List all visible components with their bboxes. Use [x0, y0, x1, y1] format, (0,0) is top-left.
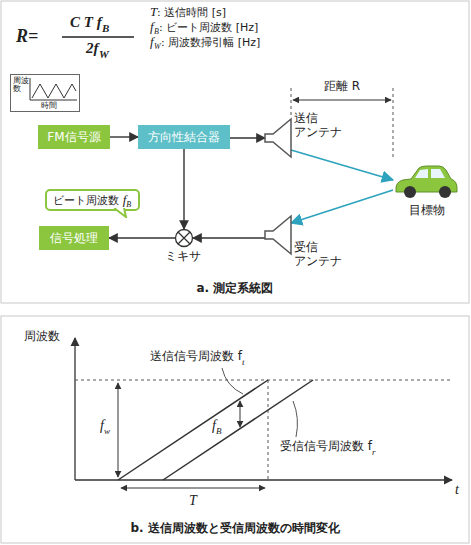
- line-label: 受信信号周波数 f: [280, 440, 372, 454]
- processing-box: 信号処理: [39, 226, 109, 250]
- line-label: 送信信号周波数 f: [150, 350, 242, 364]
- symbol-name: f: [150, 35, 154, 50]
- beat-label: f: [212, 418, 216, 434]
- node-text: 時間: [41, 102, 57, 110]
- car-symbol: [393, 160, 459, 200]
- leader-line: [293, 401, 297, 437]
- transmit-antenna: 送信 アンテナ: [265, 118, 291, 158]
- axis-label: t: [455, 482, 459, 498]
- axis-label: 周波数: [24, 330, 60, 344]
- mixer-symbol: ミキサ: [175, 229, 193, 247]
- time-label: T: [189, 493, 197, 509]
- connector: [110, 136, 138, 137]
- subscript: B: [216, 426, 222, 436]
- coupler-box: 方向性結合器: [138, 125, 230, 149]
- figure-caption: a. 測定系統図: [197, 282, 274, 296]
- mixer-symbol: [175, 229, 193, 247]
- time-arrow: [121, 488, 265, 489]
- subscript: B: [154, 27, 159, 36]
- node-text: 周波数: [13, 77, 29, 93]
- leader-line: [222, 368, 243, 394]
- sweep-end-line: [268, 380, 269, 480]
- horn-symbol: [265, 215, 291, 255]
- sweep-top-line: [75, 380, 450, 381]
- sweep-width-label: f: [100, 418, 104, 434]
- formula-term: C T f: [70, 14, 102, 31]
- node-text: 目標物: [409, 204, 445, 218]
- node-text: 方向性結合器: [148, 129, 220, 146]
- formula-term: 2f: [86, 40, 99, 57]
- symbol-name: f: [150, 20, 154, 35]
- panel-frame: [1, 1, 469, 303]
- transmit-line: [118, 380, 268, 480]
- distance-arrow: [293, 100, 391, 101]
- node-text: 受信 アンテナ: [294, 241, 354, 269]
- node-text: 送信 アンテナ: [294, 112, 354, 140]
- node-text: f: [123, 192, 127, 208]
- node-text: B: [126, 200, 131, 209]
- receive-antenna: 受信 アンテナ: [265, 215, 291, 255]
- subscript: w: [104, 426, 110, 436]
- subscript: r: [372, 447, 376, 457]
- beat-arrow: [240, 401, 241, 427]
- symbol-note: : 送信時間 [s]: [157, 7, 226, 20]
- subscript: B: [102, 22, 109, 35]
- beat-callout: ビート周波数 fB: [45, 189, 140, 211]
- fraction-bar: [62, 36, 134, 38]
- node-text: ビート周波数: [53, 193, 119, 208]
- horn-symbol: [265, 118, 291, 158]
- symbol-note: : 周波数掃引幅 [Hz]: [161, 37, 260, 50]
- distance-guide: [393, 88, 394, 158]
- connector: [230, 137, 265, 138]
- symbol-name: T: [150, 5, 157, 20]
- source-box: FM信号源: [38, 125, 110, 149]
- waveform-inset: 周波数時間: [10, 74, 80, 112]
- connector: [193, 237, 265, 238]
- connector: [109, 237, 175, 238]
- receive-line: [163, 380, 313, 480]
- x-axis: [75, 479, 452, 480]
- connector: [291, 190, 393, 223]
- target-car: 目標物: [393, 160, 459, 200]
- callout-tail: [114, 208, 128, 218]
- y-axis: [74, 338, 75, 480]
- subscript: W: [99, 48, 109, 61]
- connector: [291, 150, 393, 180]
- formula-symbol: R=: [16, 26, 38, 47]
- subscript: t: [242, 357, 245, 367]
- connector: [183, 149, 184, 229]
- node-text: ミキサ: [165, 250, 201, 264]
- sweep-width-arrow: [118, 383, 119, 477]
- node-text: FM信号源: [47, 129, 100, 146]
- panel-frame: [1, 316, 469, 543]
- subscript: W: [154, 42, 161, 51]
- distance-guide: [291, 88, 292, 116]
- figure-caption: b. 送信周波数と受信周波数の時間変化: [131, 522, 340, 536]
- symbol-note: : ビート周波数 [Hz]: [159, 22, 258, 35]
- distance-label: 距離 R: [324, 80, 360, 94]
- node-text: 信号処理: [50, 230, 98, 247]
